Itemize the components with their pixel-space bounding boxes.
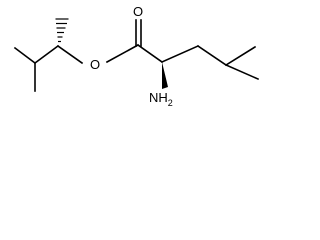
amine-label: NH2 [149, 90, 173, 108]
bond-alpha-to-beta [160, 44, 200, 64]
hashed-bond-methyl [55, 18, 69, 43]
bond-ester-oxygen-to-carbonyl [105, 43, 140, 64]
bond-gamma-to-methyl-up [224, 45, 257, 67]
ester-oxygen-label: O [90, 57, 100, 72]
bond-carbonyl-to-alpha [136, 43, 164, 64]
bond-isopropyl-to-chiral-center [33, 44, 60, 65]
leucine-side-chain [160, 44, 260, 89]
amine-element: NH [149, 90, 168, 105]
chemical-structure: O O NH2 [13, 4, 260, 108]
carbonyl-oxygen-label: O [133, 4, 143, 19]
amine-subscript: 2 [168, 98, 173, 108]
alcohol-side-chain [13, 18, 84, 92]
bond-gamma-to-methyl-down [224, 63, 260, 81]
ester-linkage [105, 19, 164, 64]
bond-isopropyl-upper-methyl [13, 46, 37, 65]
wedge-bond-amine [162, 62, 168, 89]
bond-beta-to-gamma [196, 44, 228, 67]
bond-chiral-center-to-ester-oxygen [56, 44, 84, 65]
